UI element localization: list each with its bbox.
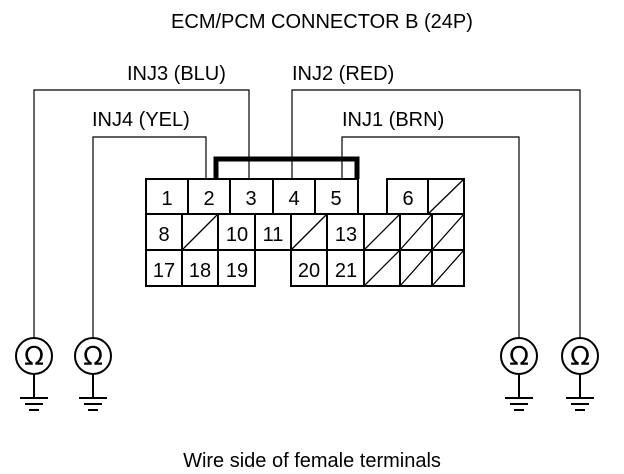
diagram-caption: Wire side of female terminals [183, 450, 441, 472]
ground-icon [79, 397, 107, 411]
ohmmeter-inj2: Ω [561, 337, 599, 411]
wire-label-inj1: INJ1 (BRN) [342, 109, 444, 131]
pin-18: 18 [189, 260, 211, 282]
unused-cavity-marks [181, 178, 465, 287]
ground-icon [20, 397, 48, 411]
ohm-icon: Ω [509, 342, 529, 372]
wire-inj3 [33, 89, 250, 340]
pin-17: 17 [153, 260, 175, 282]
ohm-icon: Ω [570, 342, 590, 372]
ohmmeter-inj4: Ω [74, 337, 112, 411]
pin-20: 20 [298, 260, 320, 282]
pin-10: 10 [226, 224, 248, 246]
connector-row1-left [145, 178, 359, 215]
wire-inj4 [92, 136, 207, 340]
pin-2: 2 [203, 188, 214, 210]
ohm-icon: Ω [83, 342, 103, 372]
connector-row3-left [145, 249, 256, 287]
ohmmeter-inj3: Ω [15, 337, 53, 411]
pin-19: 19 [226, 260, 248, 282]
pin-3: 3 [245, 188, 256, 210]
wire-label-inj4: INJ4 (YEL) [92, 109, 190, 131]
ground-icon [505, 397, 533, 411]
ohmmeter-inj1: Ω [500, 337, 538, 411]
connector-row1-right [386, 178, 465, 215]
pin-13: 13 [335, 224, 357, 246]
pin-4: 4 [288, 188, 299, 210]
wire-label-inj2: INJ2 (RED) [292, 63, 394, 85]
wire-label-inj3: INJ3 (BLU) [127, 63, 226, 85]
pin-1: 1 [161, 188, 172, 210]
diagram-title: ECM/PCM CONNECTOR B (24P) [171, 11, 473, 33]
connector-body: 1 2 3 4 5 6 8 10 11 13 17 18 19 20 21 [145, 156, 465, 287]
ground-icon [566, 397, 594, 411]
pin-21: 21 [335, 260, 357, 282]
connector-lock-rail [213, 156, 360, 179]
connector-row3-right [290, 249, 465, 287]
pin-11: 11 [263, 224, 284, 246]
wire-inj2 [291, 89, 581, 340]
pin-6: 6 [402, 188, 413, 210]
ohm-icon: Ω [24, 342, 44, 372]
pin-8: 8 [158, 224, 169, 246]
pin-5: 5 [330, 188, 341, 210]
